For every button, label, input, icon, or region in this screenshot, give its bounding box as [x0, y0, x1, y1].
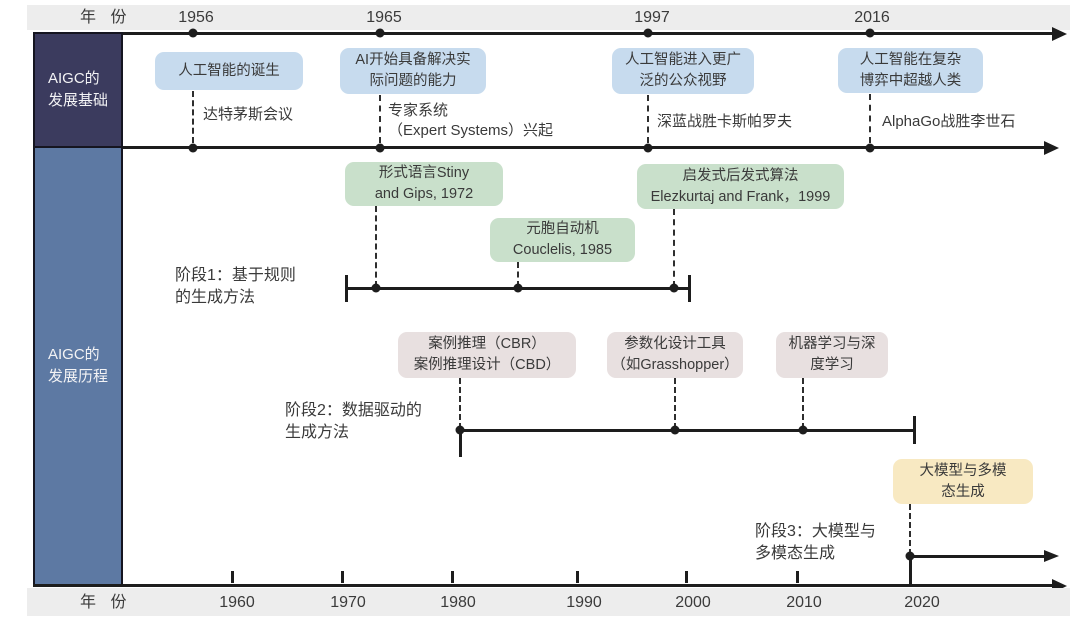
stage3-arrow-icon	[1044, 549, 1059, 562]
tick-2000	[685, 571, 688, 583]
foundation-dash-1965	[379, 95, 381, 143]
foundation-note-1956: 达特茅斯会议	[203, 106, 294, 123]
stage3-box-large-models: 大模型与多模 态生成	[893, 459, 1033, 504]
tick-2010	[796, 571, 799, 583]
mid-timeline-arrow-icon	[1044, 140, 1059, 155]
year-1965: 1965	[366, 9, 402, 26]
axis-year-2000: 2000	[675, 594, 711, 611]
stage1-box-formal-language: 形式语言Stiny and Gips, 1972	[345, 162, 503, 206]
top-axis-label: 年 份	[80, 9, 132, 26]
axis-year-1990: 1990	[566, 594, 602, 611]
stage1-box-heuristic: 启发式后发式算法 Elezkurtaj and Frank，1999	[637, 164, 844, 209]
stage2-dash-parametric	[674, 378, 676, 429]
mid-dot-1997	[643, 143, 653, 152]
stage2-dot-ml	[798, 425, 808, 435]
top-timeline	[33, 31, 1054, 35]
stage1-box-cellular-automata: 元胞自动机 Couclelis, 1985	[490, 218, 635, 262]
tick-2020	[909, 571, 912, 583]
stage2-box-cbr: 案例推理（CBR） 案例推理设计（CBD）	[398, 332, 576, 378]
tick-1980	[451, 571, 454, 583]
bottom-axis-label: 年 份	[80, 594, 132, 611]
stage1-dash-1999	[673, 209, 675, 287]
top-timeline-arrow-icon	[1052, 26, 1067, 41]
stage1-dash-1972	[375, 206, 377, 287]
foundation-dash-1956	[192, 91, 194, 143]
stage2-box-ml-dl: 机器学习与深 度学习	[776, 332, 888, 378]
mid-dot-1956	[188, 143, 198, 152]
foundation-box-1965: AI开始具备解决实 际问题的能力	[340, 48, 486, 94]
year-2016: 2016	[854, 9, 890, 26]
foundation-dash-1997	[647, 95, 649, 143]
tick-1970	[341, 571, 344, 583]
axis-year-2010: 2010	[786, 594, 822, 611]
foundation-note-2016: AlphaGo战胜李世石	[882, 113, 1016, 130]
foundation-note-1997: 深蓝战胜卡斯帕罗夫	[657, 113, 793, 130]
stage3-vertical-to-axis	[909, 556, 912, 585]
stage2-right-cap	[913, 416, 916, 444]
bottom-axis	[33, 583, 1054, 587]
stage1-dot-1999	[669, 283, 679, 293]
foundation-box-1997: 人工智能进入更广 泛的公众视野	[612, 48, 754, 94]
stage2-dash-ml	[802, 378, 804, 429]
year-1956: 1956	[178, 9, 214, 26]
foundation-box-2016: 人工智能在复杂 博弈中超越人类	[838, 48, 983, 93]
stage1-label: 阶段1：基于规则 的生成方法	[175, 267, 296, 307]
tick-1990	[576, 571, 579, 583]
stage1-right-cap	[688, 275, 691, 302]
timeline-dot-1997	[643, 28, 653, 38]
stage2-left-cap	[459, 430, 462, 457]
stage3-label: 阶段3：大模型与 多模态生成	[755, 523, 876, 563]
sidebar-foundation: AIGC的 发展基础	[33, 31, 123, 149]
axis-year-1980: 1980	[440, 594, 476, 611]
top-year-strip	[27, 5, 1070, 30]
stage2-dash-cbr	[459, 378, 461, 429]
stage1-dash-1985	[517, 262, 519, 287]
sidebar-history: AIGC的 发展历程	[33, 146, 123, 587]
mid-timeline	[33, 146, 1045, 149]
stage2-dot-parametric	[670, 425, 680, 435]
timeline-dot-1965	[375, 28, 385, 38]
year-1997: 1997	[634, 9, 670, 26]
stage1-dot-1985	[513, 283, 523, 293]
tick-1960	[231, 571, 234, 583]
sidebar-foundation-label: AIGC的 发展基础	[47, 70, 108, 109]
mid-dot-1965	[375, 143, 385, 152]
sidebar-history-label: AIGC的 发展历程	[47, 346, 108, 385]
stage3-dash	[909, 504, 911, 555]
axis-year-1970: 1970	[330, 594, 366, 611]
axis-year-2020: 2020	[904, 594, 940, 611]
foundation-dash-2016	[869, 94, 871, 143]
axis-year-1960: 1960	[219, 594, 255, 611]
timeline-dot-1956	[188, 28, 198, 38]
stage1-dot-1972	[371, 283, 381, 293]
stage2-dot-cbr	[455, 425, 465, 435]
stage2-box-parametric: 参数化设计工具 （如Grasshopper）	[607, 332, 743, 378]
bottom-year-strip	[27, 588, 1070, 616]
stage2-range-line	[460, 429, 915, 432]
foundation-box-1956: 人工智能的诞生	[155, 52, 303, 90]
foundation-note-1965: 专家系统 （Expert Systems）兴起	[388, 102, 554, 140]
mid-dot-2016	[865, 143, 875, 152]
stage1-left-cap	[345, 275, 348, 302]
timeline-dot-2016	[865, 28, 875, 38]
stage2-label: 阶段2：数据驱动的 生成方法	[285, 402, 422, 442]
stage3-arrow-line	[910, 555, 1046, 558]
